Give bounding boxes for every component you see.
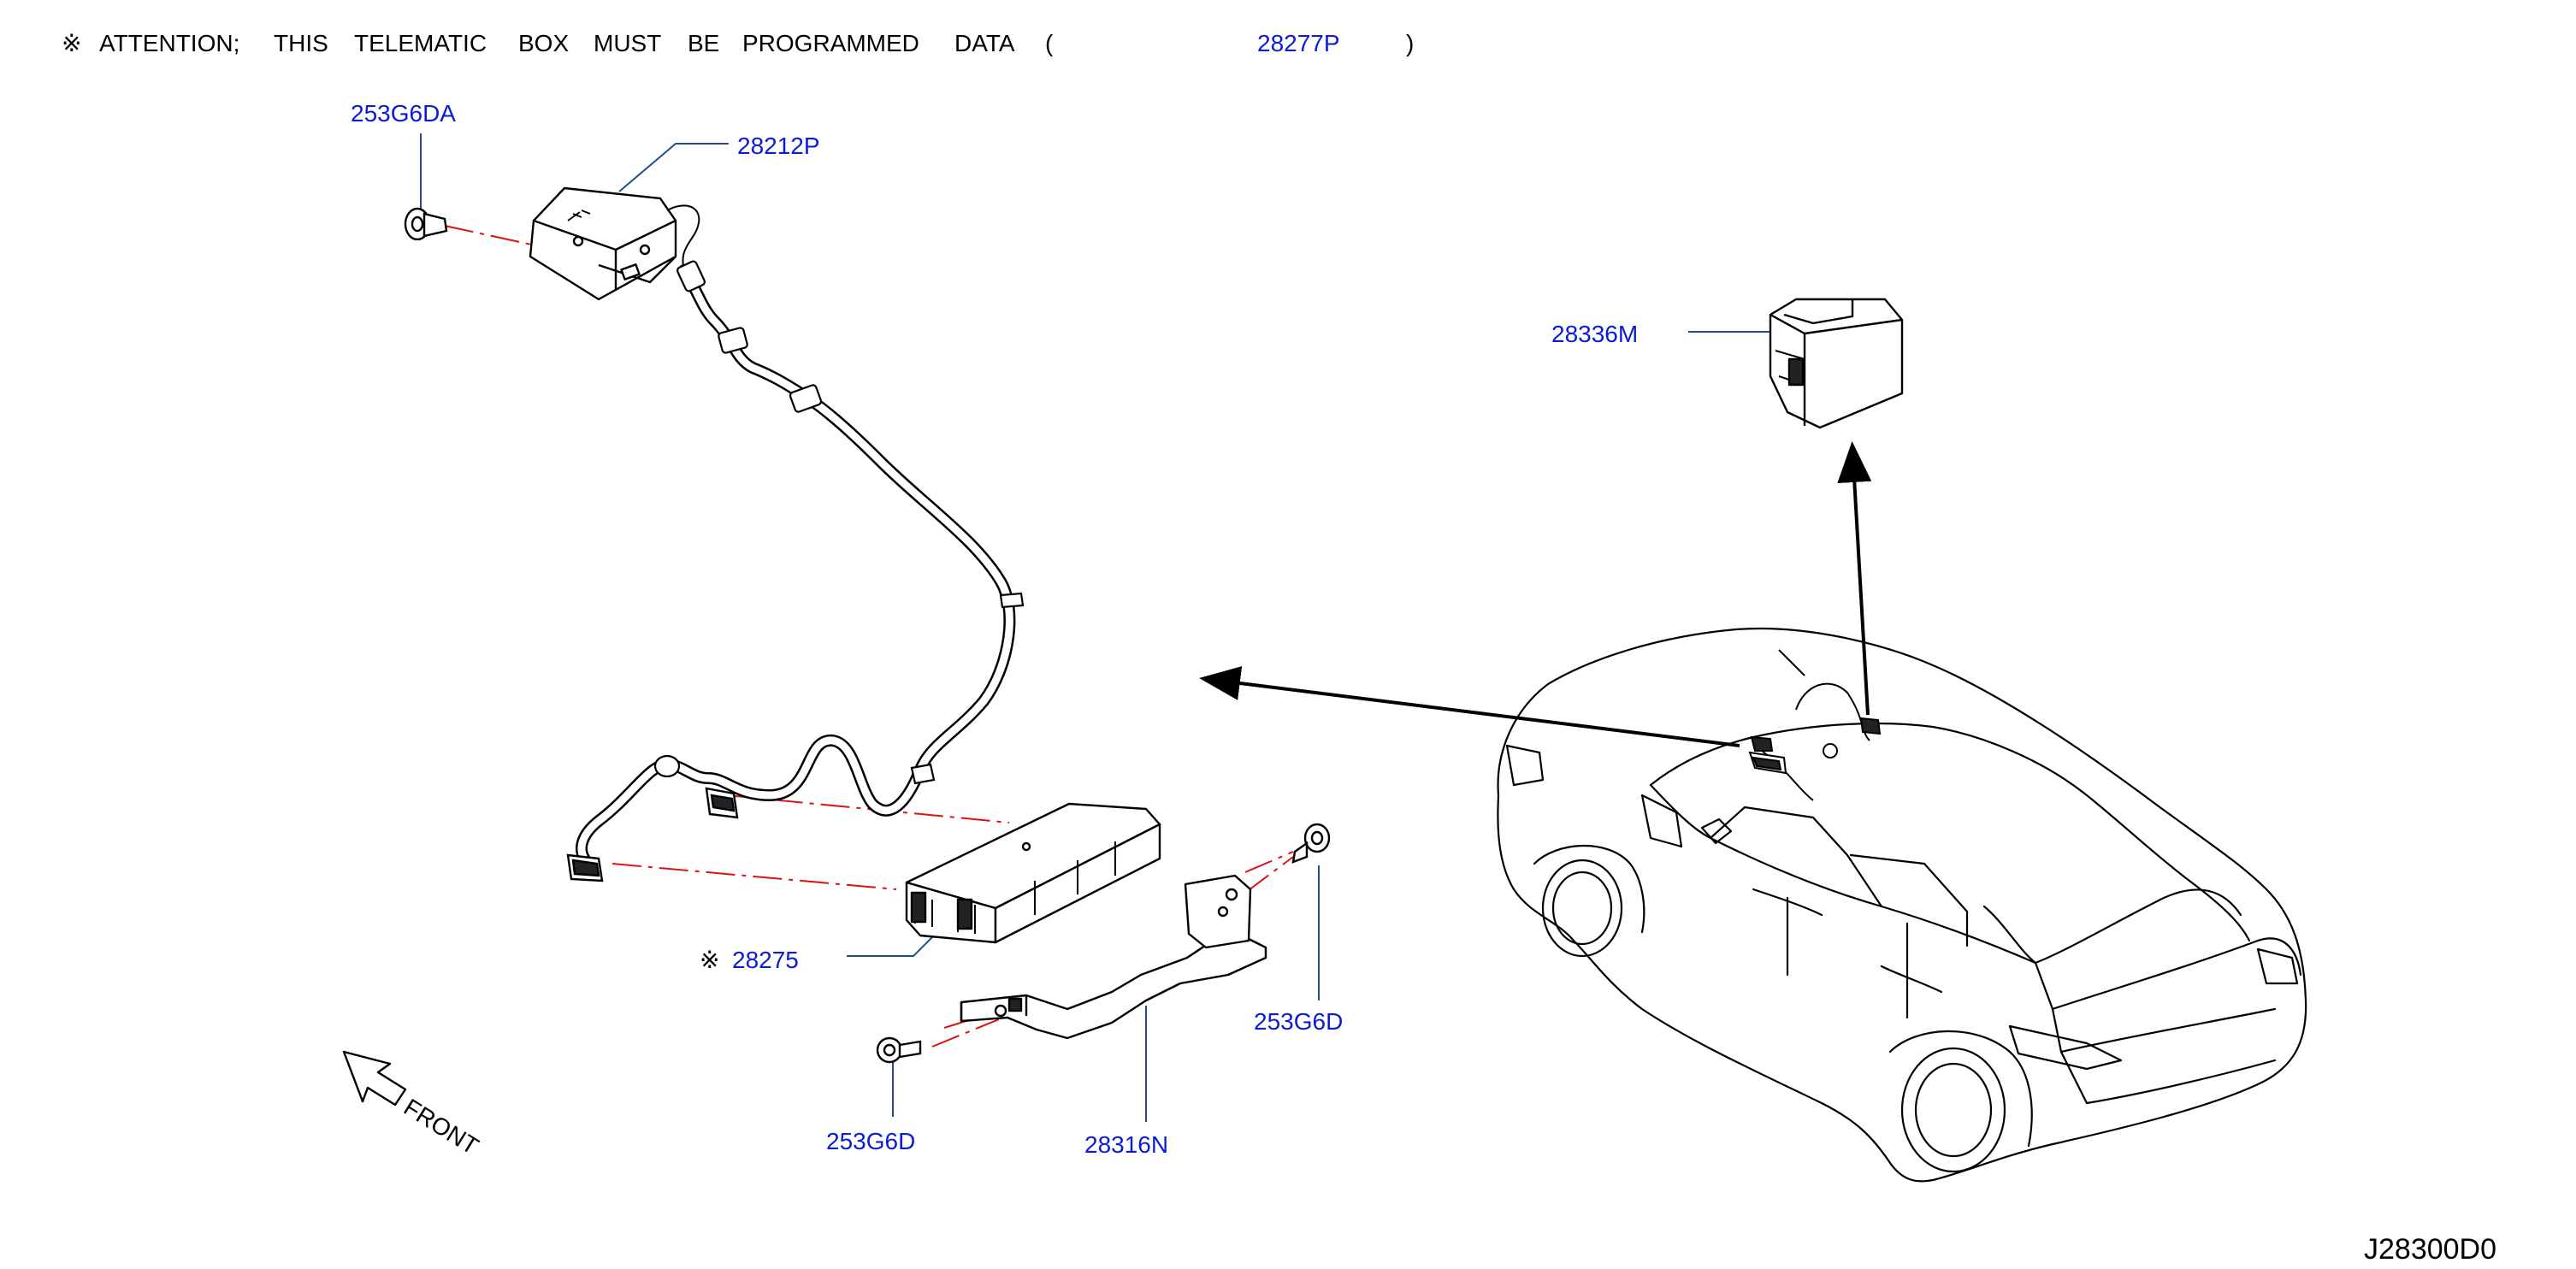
front-label: FRONT [399, 1094, 483, 1160]
callout-253G6DA[interactable]: 253G6DA [351, 100, 456, 127]
callout-telematic-mark: ※ [700, 947, 719, 973]
harness-clips [653, 260, 1025, 785]
bolt-253G6D-right [1291, 823, 1331, 864]
attention-word: BOX [518, 30, 569, 56]
vehicle-illustration [1497, 627, 2307, 1183]
attention-close: ) [1406, 30, 1414, 56]
attention-word: PROGRAMMED [742, 30, 919, 56]
vehicle-roof-components [1748, 649, 1882, 801]
callout-28275[interactable]: 28275 [732, 947, 799, 973]
diagram-id: J28300D0 [2364, 1233, 2496, 1266]
telematic-box-28275 [905, 802, 1161, 944]
bolt-253G6DA [404, 207, 448, 241]
front-arrow-icon [342, 1050, 407, 1107]
attention-word: ATTENTION; [99, 30, 239, 56]
attention-word: BE [688, 30, 719, 56]
location-arrows [1199, 441, 1872, 747]
bracket-28316N [960, 874, 1267, 1040]
callout-253G6D-bottom[interactable]: 253G6D [826, 1128, 915, 1154]
bolt-253G6D-bottom [876, 1036, 922, 1064]
callout-28212P[interactable]: 28212P [737, 133, 820, 159]
attention-word: ( [1045, 30, 1054, 56]
antenna-assembly [529, 186, 700, 301]
callout-28316N[interactable]: 28316N [1084, 1131, 1168, 1158]
leader-lines [420, 133, 1779, 1122]
callout-28336M[interactable]: 28336M [1551, 321, 1638, 347]
harness-connector [566, 787, 739, 882]
programmed-part-number[interactable]: 28277P [1257, 30, 1340, 56]
attention-word: DATA [954, 30, 1015, 56]
attention-word: TELEMATIC [354, 30, 487, 56]
assembly-centerlines [444, 225, 1294, 1048]
module-28336M [1769, 298, 1904, 429]
antenna-harness [576, 264, 1016, 871]
attention-mark: ※ [62, 30, 81, 56]
attention-word: MUST [594, 30, 661, 56]
attention-header: ※ ATTENTION; THIS TELEMATIC BOX MUST BE … [62, 30, 1414, 56]
attention-word: THIS [274, 30, 328, 56]
callout-253G6D-right[interactable]: 253G6D [1254, 1008, 1343, 1035]
